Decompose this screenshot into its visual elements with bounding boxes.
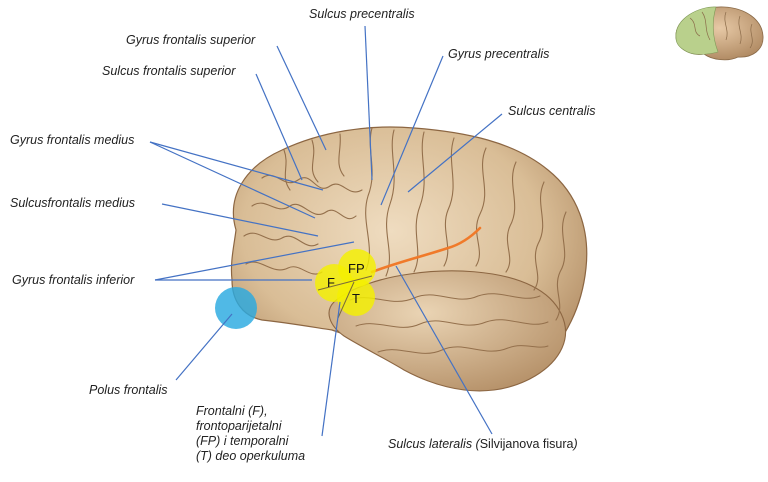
- label-sulcus-lateralis-upright: Silvijanova fisura: [479, 437, 574, 451]
- leader-gyrus-frontalis-medius-b: [149, 141, 316, 219]
- leader-sulcus-precentralis: [364, 25, 373, 181]
- label-polus-frontalis: Polus frontalis: [89, 383, 168, 397]
- operculum-divider: [337, 281, 355, 319]
- marker-frontoparietal: FP: [348, 261, 365, 276]
- leader-sulcus-lateralis: [395, 265, 493, 435]
- label-sulcus-precentralis: Sulcus precentralis: [309, 7, 415, 21]
- leader-gyrus-frontalis-inferior-a: [154, 241, 355, 281]
- leader-gyrus-frontalis-medius-a: [149, 141, 324, 191]
- label-sulcus-lateralis-end: ): [573, 437, 578, 451]
- leader-gyrus-frontalis-superior: [276, 45, 327, 151]
- marker-frontal: F: [327, 275, 335, 290]
- leader-gyrus-precentralis: [380, 55, 444, 206]
- label-operculum: Frontalni (F), frontoparijetalni (FP) i …: [196, 404, 306, 463]
- operculum-temporal-highlight: [337, 278, 375, 316]
- marker-temporal: T: [352, 291, 360, 306]
- leader-lines: [149, 25, 503, 437]
- leader-sulcus-centralis: [407, 113, 503, 193]
- thumbnail-brain: [675, 6, 764, 61]
- label-gyrus-precentralis: Gyrus precentralis: [448, 47, 550, 61]
- brain-hemisphere: [230, 126, 588, 392]
- label-sulcus-centralis: Sulcus centralis: [508, 104, 596, 118]
- leader-operculum: [321, 301, 341, 437]
- polus-frontalis-highlight: [215, 287, 257, 329]
- label-sulcus-frontalis-medius: Sulcusfrontalis medius: [10, 196, 136, 210]
- leader-sulcus-frontalis-superior: [255, 73, 303, 181]
- label-gyrus-frontalis-medius: Gyrus frontalis medius: [10, 133, 135, 147]
- label-sulcus-lateralis-main: Sulcus lateralis (: [388, 437, 480, 451]
- label-gyrus-frontalis-inferior: Gyrus frontalis inferior: [12, 273, 135, 287]
- leader-sulcus-frontalis-medius: [161, 203, 319, 237]
- operculum-divider: [317, 275, 373, 291]
- label-sulcus-lateralis: Sulcus lateralis (Silvijanova fisura): [388, 437, 578, 452]
- label-sulcus-frontalis-superior: Sulcus frontalis superior: [102, 64, 236, 78]
- leader-polus-frontalis: [175, 313, 233, 381]
- label-gyrus-frontalis-superior: Gyrus frontalis superior: [126, 33, 256, 47]
